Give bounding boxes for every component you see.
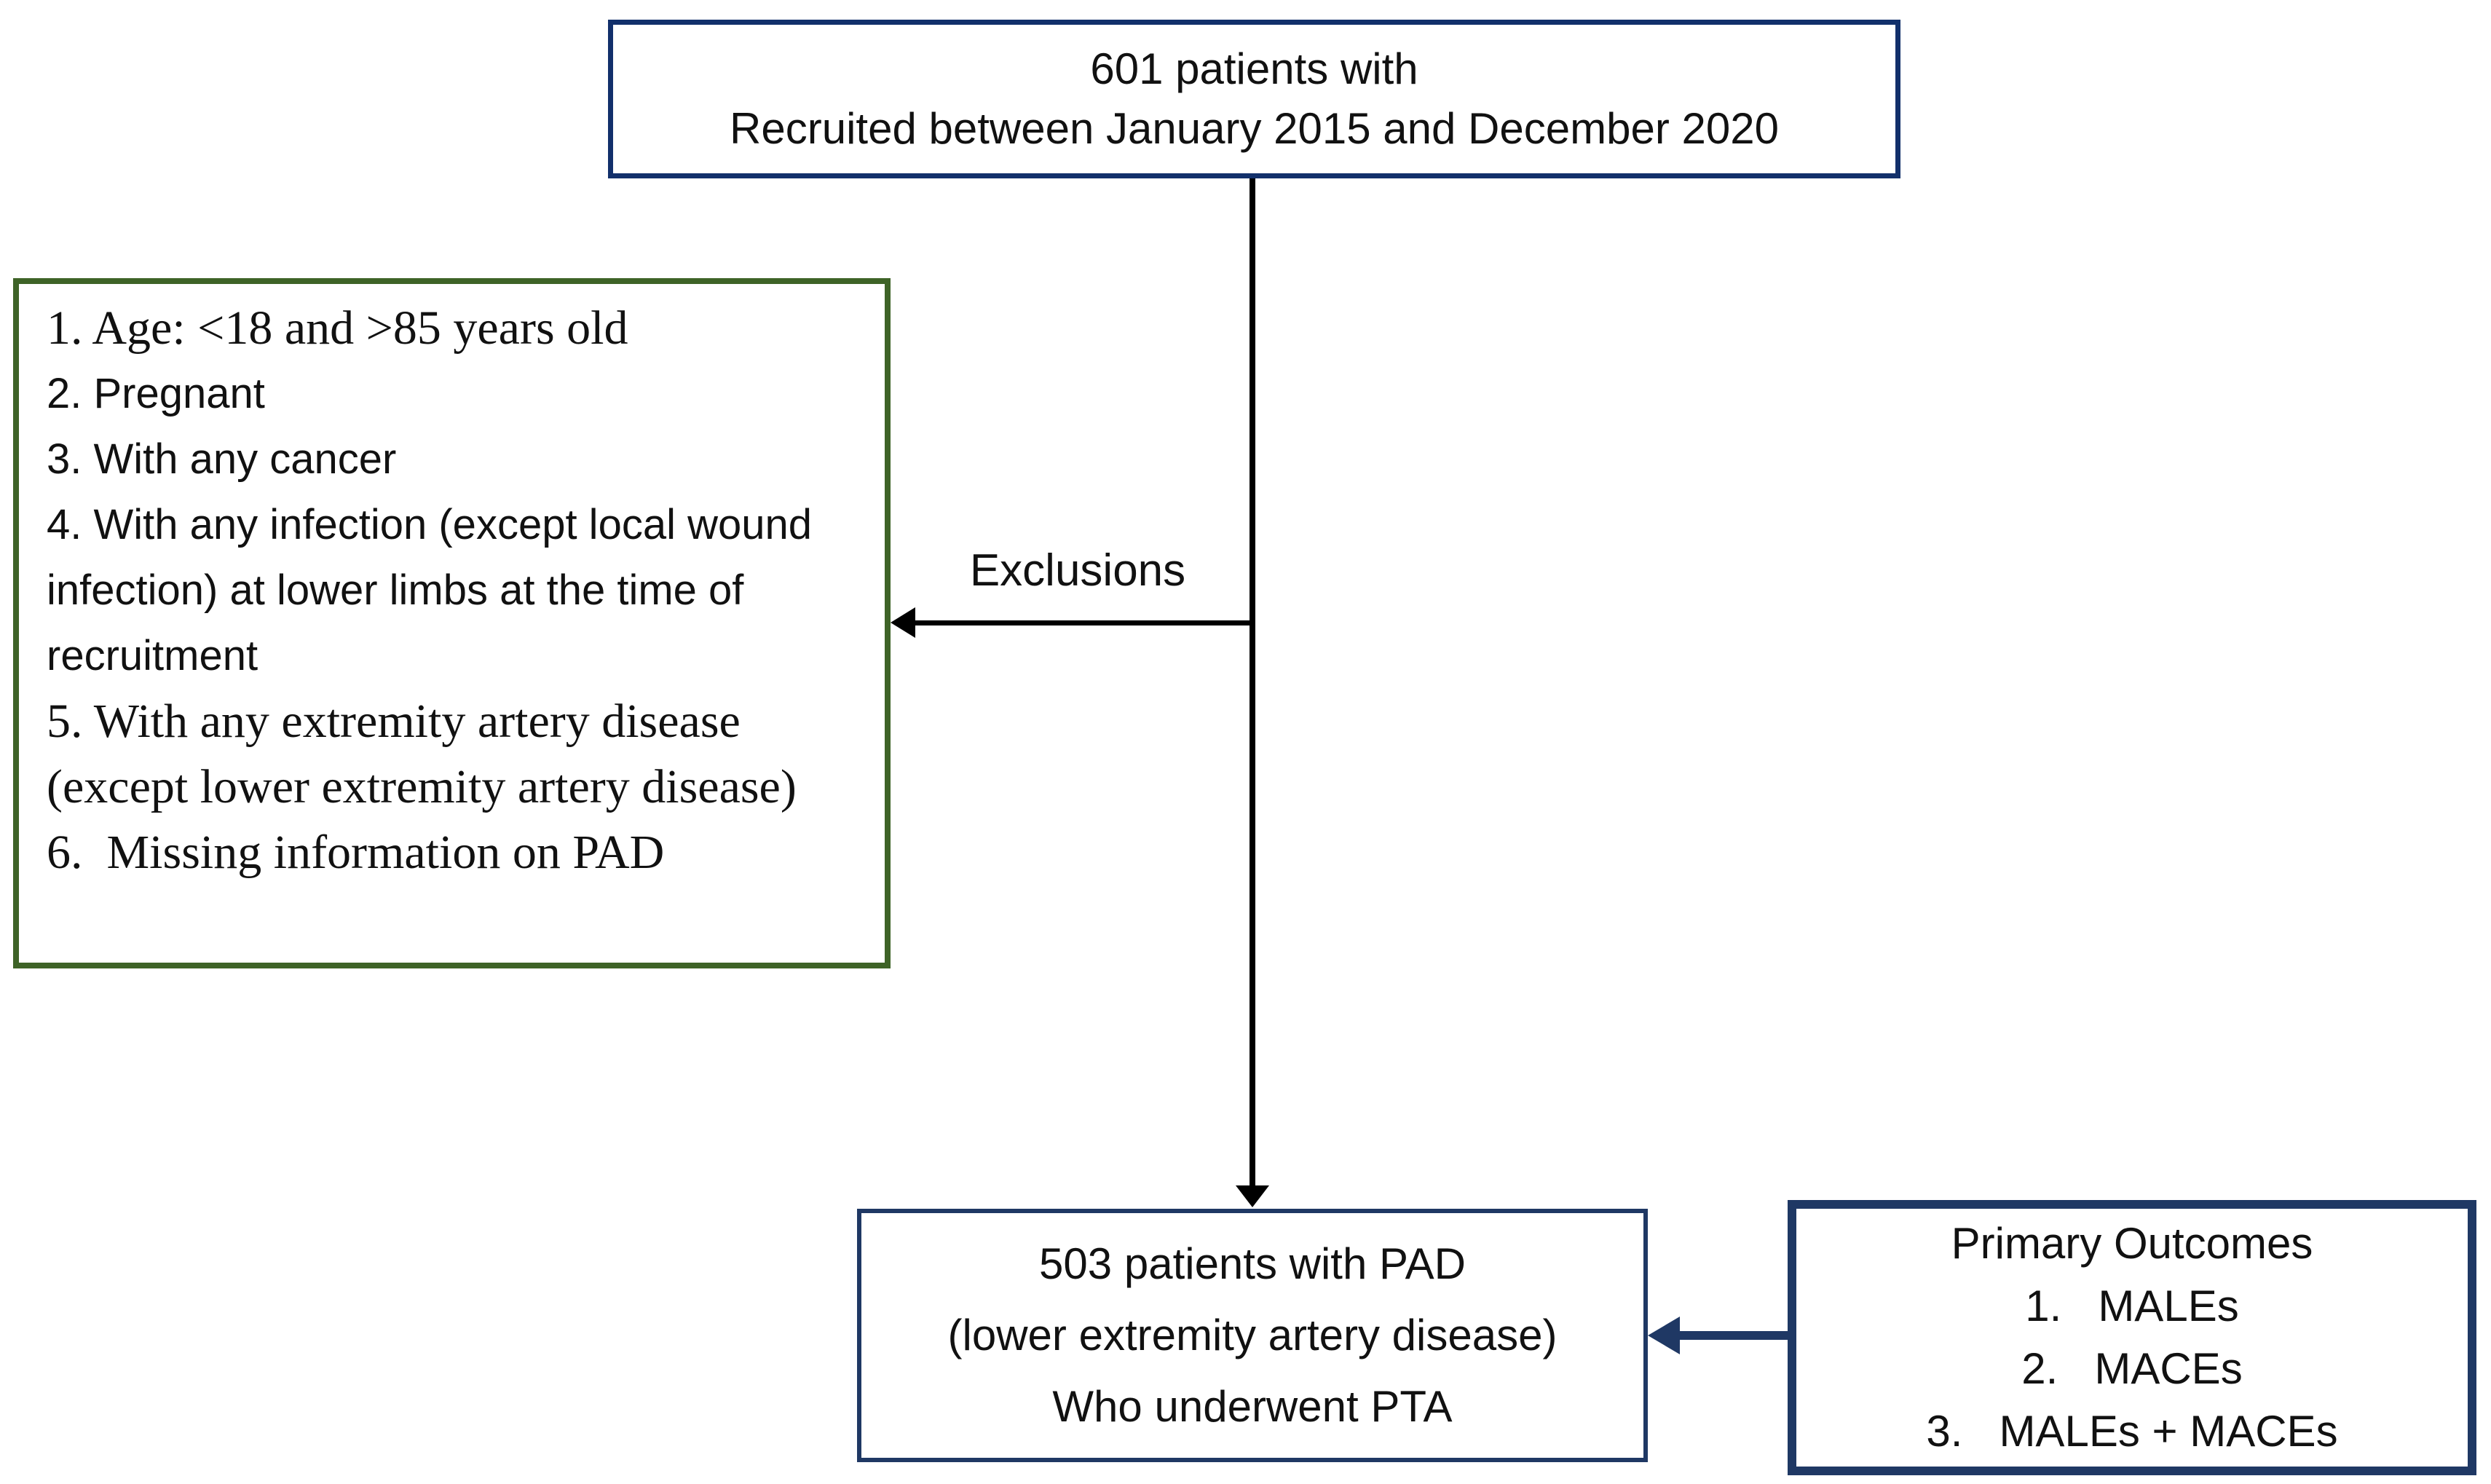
outcomes-arrow-line [1675, 1331, 1790, 1340]
outcomes-title: Primary Outcomes [1951, 1219, 2313, 1268]
exclusion-item-4: 4. With any infection (except local woun… [47, 501, 824, 679]
exclusion-item-5: 5. With any extremity artery disease (ex… [47, 695, 797, 813]
primary-outcomes-box: Primary Outcomes 1. MALEs 2. MACEs 3. MA… [1788, 1200, 2476, 1475]
outcome-item-3: 3. MALEs + MACEs [1926, 1407, 2338, 1456]
recruited-period-line: Recruited between January 2015 and Decem… [730, 104, 1779, 153]
cohort-count-line: 503 patients with PAD [1039, 1239, 1466, 1288]
cohort-procedure-line: Who underwent PTA [1052, 1382, 1453, 1431]
exclusion-item-3: 3. With any cancer [47, 435, 397, 483]
cohort-disease-line: (lower extremity artery disease) [947, 1311, 1558, 1359]
final-cohort-box: 503 patients with PAD (lower extremity a… [857, 1209, 1648, 1462]
outcome-item-1: 1. MALEs [2025, 1282, 2239, 1330]
recruited-patients-box: 601 patients with Recruited between Janu… [608, 20, 1900, 178]
exclusions-arrow-line [903, 620, 1252, 625]
exclusion-item-2: 2. Pregnant [47, 370, 265, 417]
recruited-count-line: 601 patients with [1090, 44, 1418, 93]
outcome-item-2: 2. MACEs [2021, 1344, 2243, 1393]
navy-left-arrowhead-icon [1648, 1317, 1680, 1354]
exclusion-item-6: 6. Missing information on PAD [47, 826, 665, 879]
exclusion-criteria-box: 1. Age: <18 and >85 years old 2. Pregnan… [13, 278, 891, 968]
exclusions-arrow-label: Exclusions [969, 545, 1186, 596]
down-arrowhead-icon [1236, 1185, 1269, 1207]
vertical-connector-line [1250, 178, 1255, 1187]
exclusion-item-1: 1. Age: <18 and >85 years old [47, 301, 628, 355]
left-arrowhead-icon [891, 607, 915, 638]
